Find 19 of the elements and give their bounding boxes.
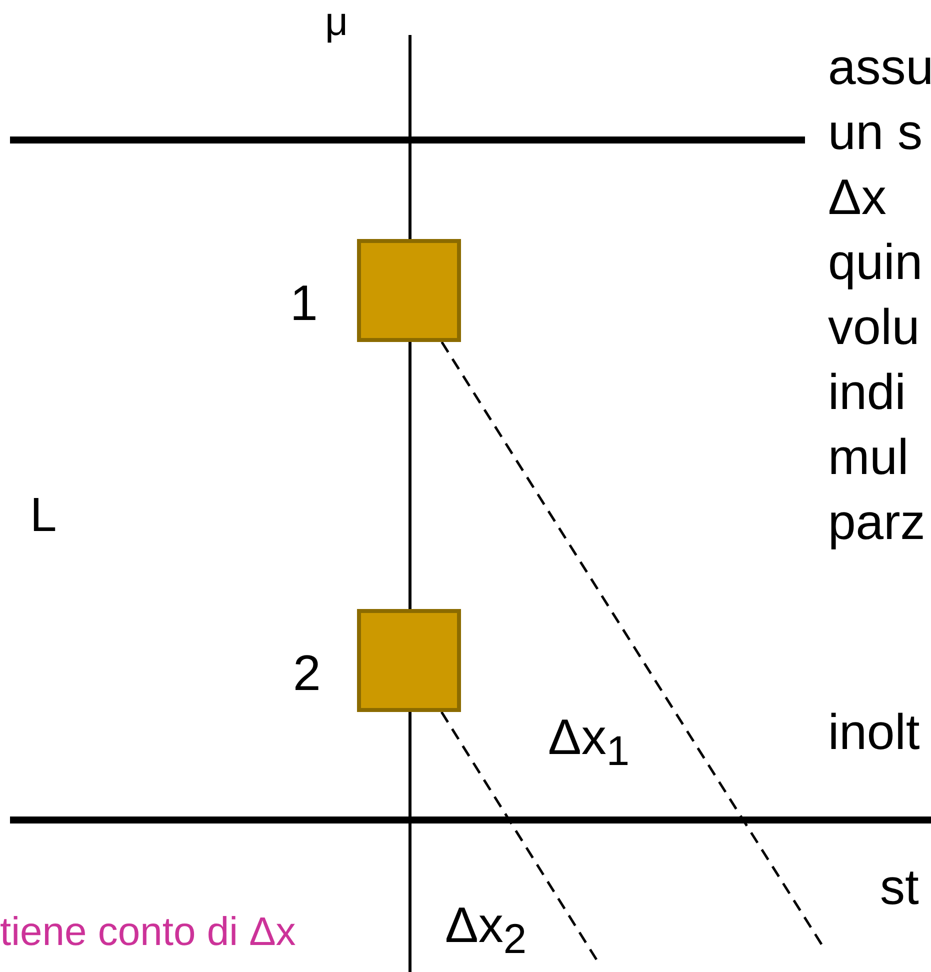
note-text: tiene conto di Δx (0, 912, 296, 952)
point-number: 1 (290, 278, 318, 328)
text-fragment: indi (828, 367, 906, 417)
text-fragment: Δx (828, 172, 886, 222)
text-fragment: inolt (828, 707, 920, 757)
text-fragment: volu (828, 302, 920, 352)
text-fragment: parz (828, 497, 926, 547)
text-fragment: mul (828, 432, 909, 482)
thickness-label: L (30, 492, 57, 540)
text-fragment: st (880, 862, 919, 912)
point-number: 2 (293, 648, 321, 698)
ray-path (440, 711, 600, 963)
sample-square (357, 239, 461, 342)
axis-symbol: μ (325, 2, 348, 42)
text-fragment: un s (828, 107, 923, 157)
text-fragment: assu (828, 42, 931, 92)
ray-path (440, 341, 824, 946)
text-fragment: quin (828, 237, 923, 287)
sample-square (357, 609, 461, 712)
